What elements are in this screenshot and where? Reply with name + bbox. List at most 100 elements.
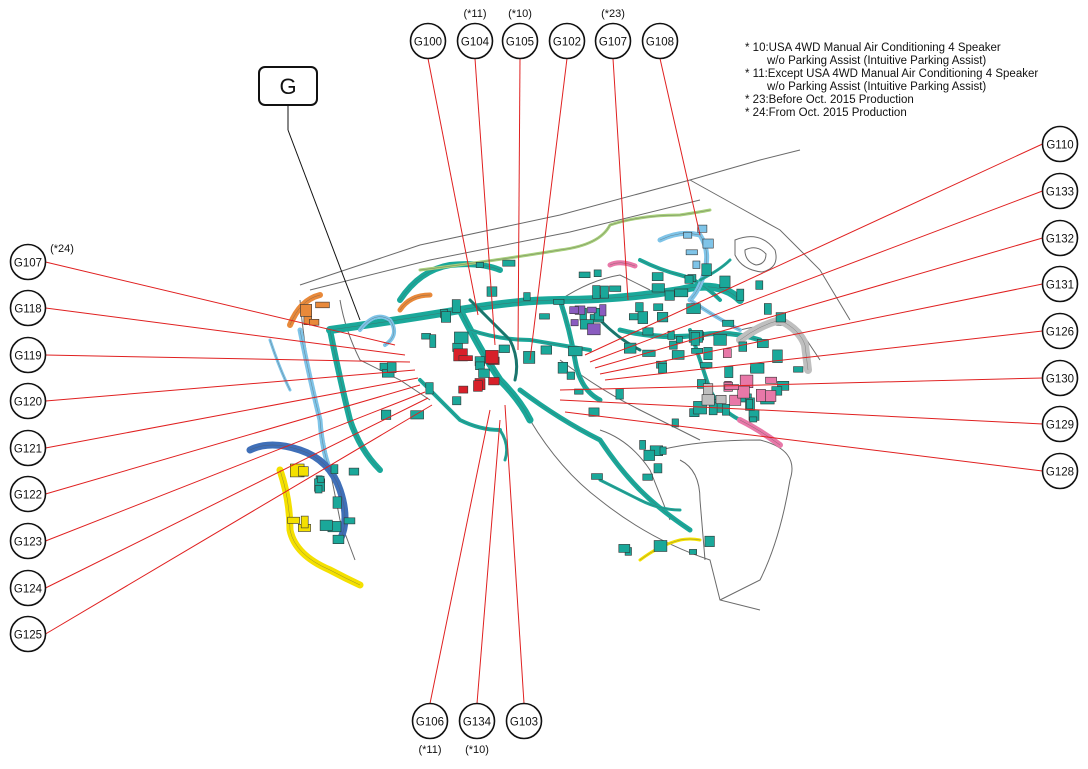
connector-block-99 (330, 464, 339, 475)
harness-bundle-edge-3 (329, 329, 381, 471)
connector-block-49 (671, 418, 679, 428)
leader-bottom-g103 (504, 404, 525, 704)
connector-block-19 (724, 366, 734, 378)
connector-block-46 (793, 366, 804, 373)
connector-block-33 (502, 259, 516, 267)
connector-block-143 (737, 385, 750, 399)
leader-right-g131 (599, 283, 1043, 375)
connector-block-62 (642, 327, 654, 336)
connector-block-60 (653, 303, 664, 311)
harness-bundle-edge-12 (469, 299, 517, 381)
callout-left-g123-6-text: G123 (14, 537, 42, 549)
footnote-10: * 10:USA 4WD Manual Air Conditioning 4 S… (745, 42, 1038, 68)
callout-left-g119-2-circle (9, 336, 47, 374)
connector-block-162 (703, 383, 714, 397)
connector-block-34 (578, 271, 591, 278)
callout-bottom-g106-circle (411, 702, 449, 740)
view-label-g: G (258, 66, 318, 106)
callout-right-g132: G132 (1041, 219, 1079, 257)
connector-block-72 (713, 334, 727, 346)
callout-bottom-g103: G103 (505, 702, 543, 740)
connector-block-164 (701, 394, 715, 406)
harness-bundle-30 (498, 428, 509, 462)
footnote-23-line1: * 23:Before Oct. 2015 Production (745, 94, 914, 106)
harness-bundle-edge-16 (689, 299, 741, 331)
leader-top-g102 (529, 58, 568, 361)
leader-top-g100 (427, 58, 479, 316)
harness-bundle-edge-20 (279, 469, 361, 586)
connector-block-39 (566, 371, 575, 380)
callout-top-g100: G100 (409, 22, 447, 60)
connector-block-30 (719, 275, 731, 288)
harness-bundle-edge-18 (359, 316, 395, 346)
callout-left-g125-8: G125 (9, 615, 47, 653)
callout-left-g121-4-text: G121 (14, 444, 42, 456)
connector-block-89 (343, 517, 356, 525)
connector-block-11 (475, 361, 485, 370)
leader-left-g123-6 (45, 391, 426, 542)
connector-block-43 (772, 349, 783, 363)
connector-block-7 (755, 280, 764, 290)
connector-block-42 (777, 380, 790, 391)
callout-left-g120-3-text: G120 (14, 397, 42, 409)
footnote-23: * 23:Before Oct. 2015 Production (745, 94, 1038, 107)
connector-block-37 (623, 342, 637, 354)
connector-block-25 (637, 311, 648, 324)
callout-right-g129-circle (1041, 405, 1079, 443)
callout-right-g133-text: G133 (1046, 187, 1074, 199)
harness-bundle-edge-17 (269, 339, 291, 391)
harness-bundle-28 (598, 478, 682, 512)
connector-block-52 (568, 346, 583, 357)
connector-block-70 (686, 303, 701, 314)
footnote-10-line2: w/o Parking Assist (Intuitive Parking As… (767, 55, 987, 67)
callout-right-g128-circle (1041, 452, 1079, 490)
connector-block-130 (488, 377, 500, 386)
connector-block-105 (440, 311, 451, 323)
connector-block-129 (473, 380, 483, 392)
connector-block-160 (315, 301, 330, 309)
connector-block-116 (691, 347, 703, 354)
harness-bundle-edge-10 (639, 259, 721, 301)
connector-block-122 (700, 362, 713, 368)
connector-block-81 (643, 449, 655, 461)
connector-block-21 (553, 298, 565, 305)
connector-block-153 (685, 249, 698, 256)
connector-block-111 (421, 333, 431, 340)
callout-left-tag-g107: (*24) (50, 243, 74, 255)
callout-left-g119-2: G119 (9, 336, 47, 374)
connector-block-87 (659, 446, 667, 455)
footnote-11-line2: w/o Parking Assist (Intuitive Parking As… (767, 81, 987, 93)
callout-top-g107: G107 (594, 22, 632, 60)
connector-block-146 (724, 384, 739, 390)
callout-left-g107-0: G107 (9, 243, 47, 281)
callout-left-g120-3: G120 (9, 382, 47, 420)
harness-bundle-edge-23 (399, 294, 431, 311)
connector-block-59 (775, 312, 786, 323)
callout-left-g121-4: G121 (9, 429, 47, 467)
callout-top-g102-text: G102 (553, 37, 581, 49)
callout-left-g125-8-circle (9, 615, 47, 653)
connector-block-8 (664, 290, 675, 301)
leader-left-g124-7 (45, 397, 429, 589)
connector-block-127 (458, 355, 473, 362)
callout-right-g126-circle (1041, 312, 1079, 350)
harness-bundle-edge-15 (659, 233, 707, 301)
connector-block-107 (452, 396, 462, 406)
leader-left-g118-1 (45, 307, 406, 356)
callout-left-g122-5: G122 (9, 475, 47, 513)
connector-block-80 (653, 463, 663, 474)
connector-block-120 (746, 398, 753, 410)
connector-block-94 (314, 485, 323, 494)
connector-block-98 (332, 534, 345, 545)
leader-left-g122-5 (45, 384, 421, 495)
view-label-text: G (279, 74, 296, 99)
callout-bottom-g134-text: G134 (463, 717, 492, 729)
callout-right-g131-text: G131 (1046, 280, 1074, 292)
callout-top-tag-g105: (*10) (508, 8, 532, 20)
callout-left-g121-4-circle (9, 429, 47, 467)
connector-block-76 (674, 288, 689, 298)
leader-bottom-g134 (476, 419, 501, 704)
callout-left-g124-7: G124 (9, 569, 47, 607)
callout-right-g129-text: G129 (1046, 420, 1074, 432)
connector-block-55 (642, 349, 656, 357)
